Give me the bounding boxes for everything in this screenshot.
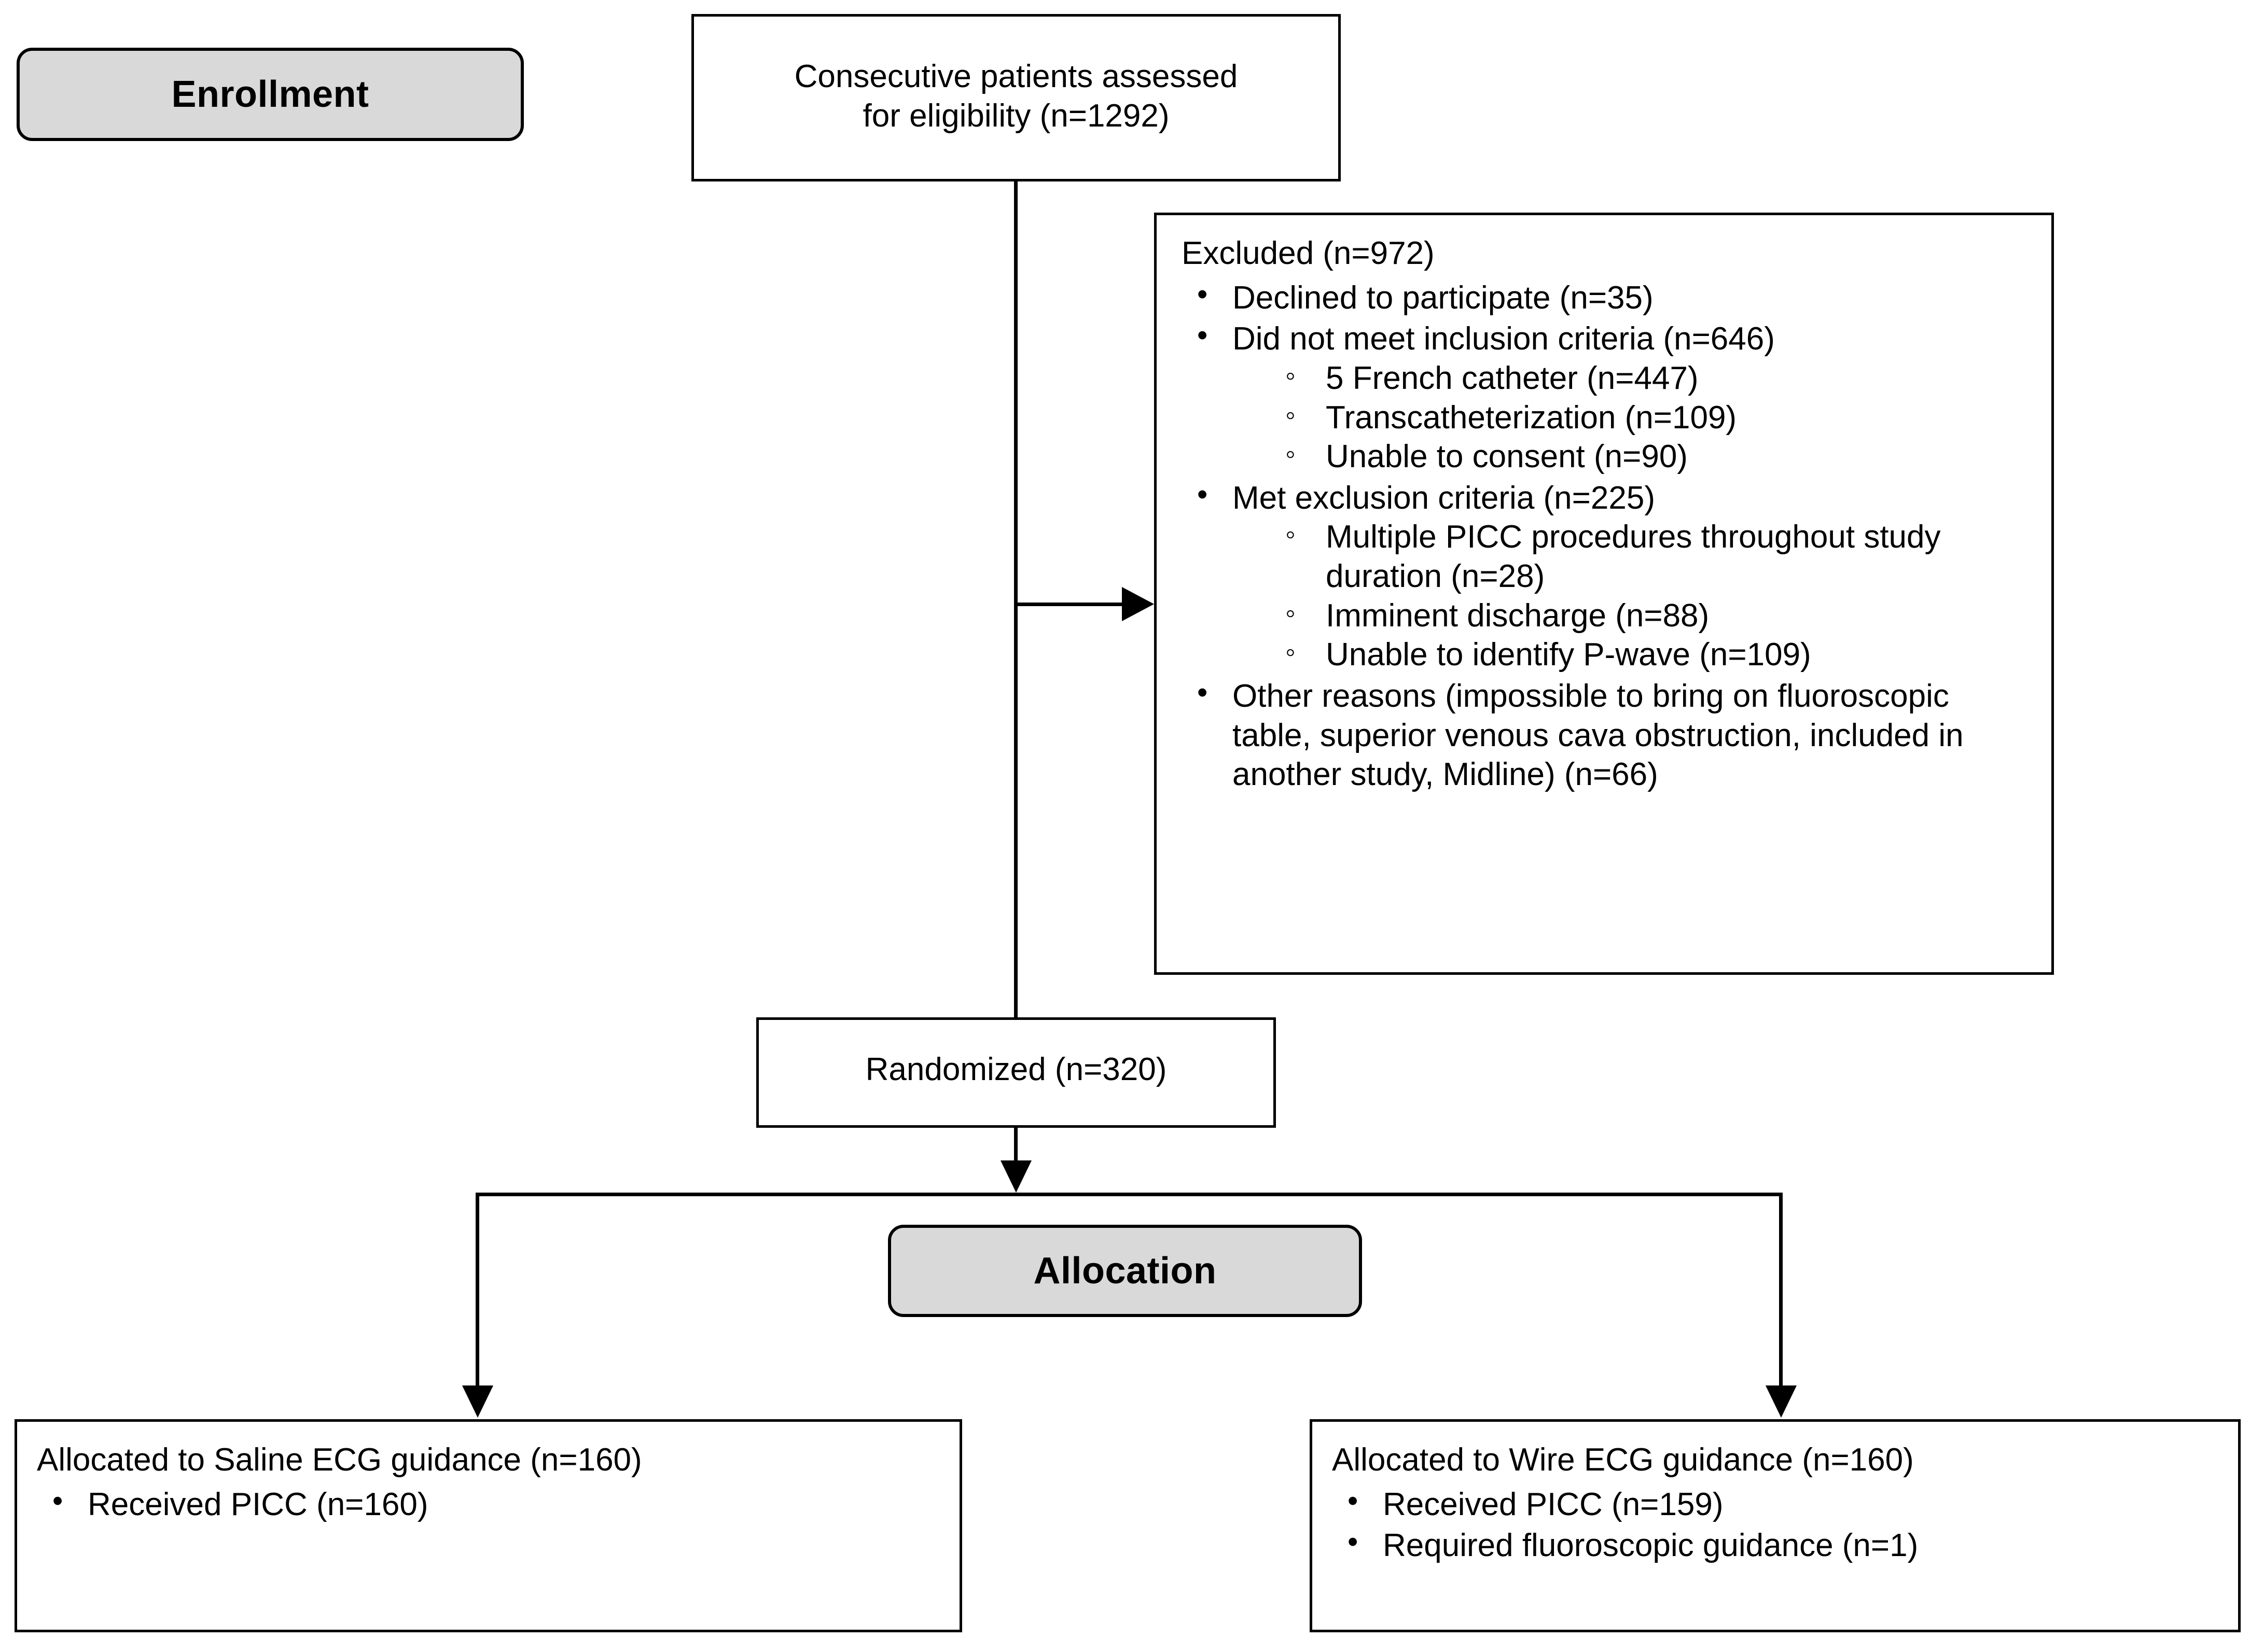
excluded-subitem: 5 French catheter (n=447) xyxy=(1263,358,2022,398)
connector-excluded-horizontal xyxy=(1014,603,1123,606)
excluded-subitem: Transcatheterization (n=109) xyxy=(1263,397,2022,438)
arm-wire-list: Received PICC (n=159) Required fluorosco… xyxy=(1332,1483,2219,1565)
node-assessed-for-eligibility: Consecutive patients assessed for eligib… xyxy=(691,14,1341,181)
connector-randomized-down xyxy=(1014,1128,1018,1185)
assessed-line-1: Consecutive patients assessed xyxy=(794,59,1238,94)
excluded-item: Other reasons (impossible to bring on fl… xyxy=(1182,675,2022,794)
arm-saline-list: Received PICC (n=160) xyxy=(37,1483,939,1524)
node-arm-saline-ecg: Allocated to Saline ECG guidance (n=160)… xyxy=(15,1419,962,1632)
excluded-item-label: Declined to participate (n=35) xyxy=(1232,279,1654,316)
connector-left-arm-vertical xyxy=(476,1193,479,1390)
arm-saline-heading: Allocated to Saline ECG guidance (n=160) xyxy=(37,1442,642,1478)
stage-label-allocation-text: Allocation xyxy=(1033,1250,1217,1292)
excluded-content: Excluded (n=972) Declined to participate… xyxy=(1182,234,2022,796)
excluded-sublist-wrap: Multiple PICC procedures throughout stud… xyxy=(1263,516,2022,675)
connector-left-arm-arrowhead xyxy=(462,1385,493,1418)
excluded-item-label: Other reasons (impossible to bring on fl… xyxy=(1232,678,1964,793)
connector-right-arm-vertical xyxy=(1779,1193,1783,1390)
excluded-subitem: Imminent discharge (n=88) xyxy=(1263,595,2022,636)
stage-label-enrollment: Enrollment xyxy=(17,48,524,141)
connector-right-arm-arrowhead xyxy=(1766,1385,1797,1418)
excluded-list: Declined to participate (n=35) Did not m… xyxy=(1182,276,2022,794)
excluded-subitem: Multiple PICC procedures throughout stud… xyxy=(1263,516,2022,596)
excluded-sublist-wrap: 5 French catheter (n=447) Transcatheteri… xyxy=(1263,358,2022,477)
connector-allocation-split-bar xyxy=(476,1193,1783,1196)
connector-randomized-arrowhead xyxy=(1001,1160,1032,1193)
connector-excluded-arrowhead xyxy=(1122,587,1154,621)
assessed-line-2: for eligibility (n=1292) xyxy=(863,97,1170,134)
node-arm-wire-ecg: Allocated to Wire ECG guidance (n=160) R… xyxy=(1310,1419,2241,1632)
node-excluded: Excluded (n=972) Declined to participate… xyxy=(1154,213,2054,975)
node-randomized: Randomized (n=320) xyxy=(756,1017,1276,1128)
arm-saline-item: Received PICC (n=160) xyxy=(37,1483,939,1524)
stage-label-allocation: Allocation xyxy=(888,1225,1362,1317)
arm-wire-heading: Allocated to Wire ECG guidance (n=160) xyxy=(1332,1442,1914,1478)
excluded-subitem: Unable to consent (n=90) xyxy=(1263,436,2022,477)
node-assessed-text: Consecutive patients assessed for eligib… xyxy=(694,57,1338,135)
excluded-item: Met exclusion criteria (n=225) Multiple … xyxy=(1182,477,2022,675)
excluded-sublist: 5 French catheter (n=447) Transcatheteri… xyxy=(1263,358,2022,477)
excluded-item-label: Met exclusion criteria (n=225) xyxy=(1232,480,1655,516)
connector-trunk-vertical xyxy=(1014,181,1018,1017)
arm-saline-content: Allocated to Saline ECG guidance (n=160)… xyxy=(37,1440,939,1526)
arm-wire-item: Required fluoroscopic guidance (n=1) xyxy=(1332,1524,2219,1565)
arm-wire-content: Allocated to Wire ECG guidance (n=160) R… xyxy=(1332,1440,2219,1567)
excluded-heading: Excluded (n=972) xyxy=(1182,235,1435,271)
excluded-item: Declined to participate (n=35) xyxy=(1182,276,2022,318)
excluded-item-label: Did not meet inclusion criteria (n=646) xyxy=(1232,321,1775,357)
excluded-subitem: Unable to identify P-wave (n=109) xyxy=(1263,634,2022,675)
arm-wire-item: Received PICC (n=159) xyxy=(1332,1483,2219,1524)
stage-label-enrollment-text: Enrollment xyxy=(171,74,369,115)
excluded-sublist: Multiple PICC procedures throughout stud… xyxy=(1263,516,2022,675)
randomized-text: Randomized (n=320) xyxy=(865,1052,1167,1087)
excluded-item: Did not meet inclusion criteria (n=646) … xyxy=(1182,317,2022,477)
